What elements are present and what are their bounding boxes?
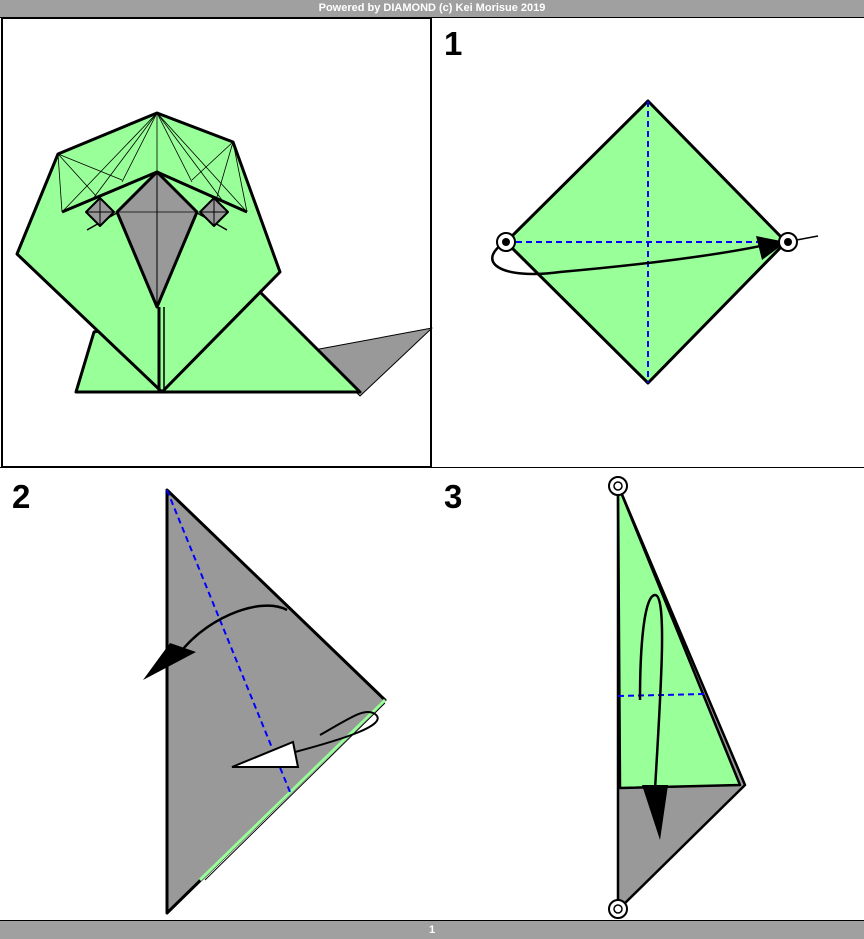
push-arrow-head <box>231 740 300 768</box>
point-marker-right <box>778 232 798 252</box>
point-marker-left <box>496 232 516 252</box>
diagonal-valley-crease <box>166 489 291 793</box>
point-marker-top <box>608 476 628 496</box>
point-marker-bottom <box>608 899 628 919</box>
step-1-number: 1 <box>444 25 463 62</box>
triangle-paper <box>165 488 387 915</box>
divider-horizontal <box>0 467 864 468</box>
step-3-drawing <box>608 476 747 919</box>
step-1-drawing <box>491 99 819 385</box>
step-2-drawing <box>143 488 387 915</box>
step-3-number: 3 <box>444 478 463 515</box>
step-3-panel: 3 <box>432 468 864 920</box>
page-number-bar: 1 <box>0 920 864 939</box>
fold-down-arrow <box>638 593 664 791</box>
finished-model-panel <box>1 17 433 468</box>
upper-fold-arrow <box>173 604 288 661</box>
lower-fold-arrow <box>294 710 379 753</box>
horizontal-valley-crease <box>617 693 707 697</box>
credit-bar: Powered by DIAMOND (c) Kei Morisue 2019 <box>0 0 864 18</box>
finished-model-drawing <box>15 111 433 397</box>
step-2-number: 2 <box>12 478 31 515</box>
fold-arrow-curve <box>491 240 771 276</box>
step-2-panel: 2 <box>0 468 432 920</box>
step-1-panel: 1 <box>432 17 864 468</box>
